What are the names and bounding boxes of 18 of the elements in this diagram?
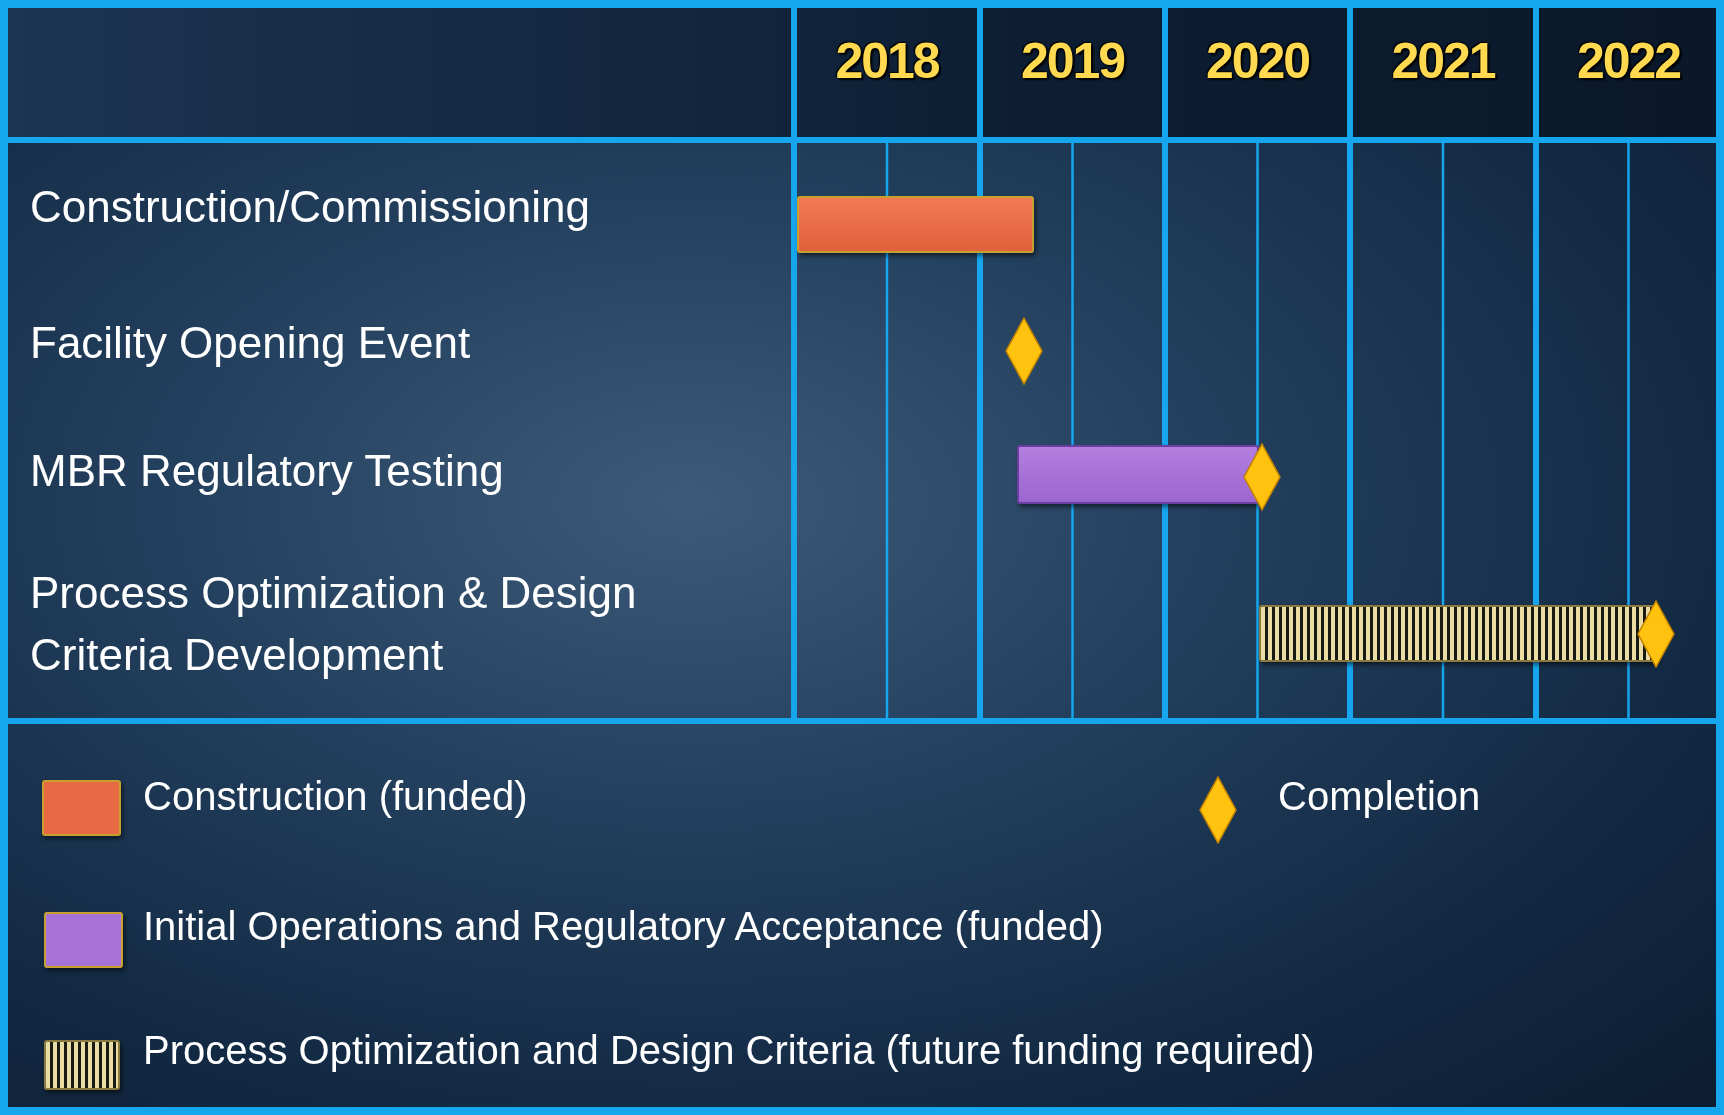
milestone-diamond [1243, 443, 1281, 511]
gantt-bar [797, 196, 1034, 253]
year-heading: 2021 [1390, 32, 1497, 91]
legend-text: Completion [1278, 773, 1481, 820]
task-label: MBR Regulatory Testing [30, 445, 505, 497]
gantt-bar [1017, 445, 1259, 504]
year-heading: 2019 [1019, 32, 1126, 91]
task-label: Facility Opening Event [30, 317, 472, 369]
task-label: Process Optimization & Design Criteria Development [30, 567, 638, 681]
year-heading: 2020 [1204, 32, 1311, 91]
legend-text: Initial Operations and Regulatory Acceptance (funded) [143, 903, 1104, 950]
legend-text: Process Optimization and Design Criteria (future funding required) [143, 1027, 1315, 1074]
legend-text: Construction (funded) [143, 773, 528, 820]
year-heading: 2018 [834, 32, 940, 91]
task-label: Construction/Commissioning [30, 181, 591, 233]
year-heading: 2022 [1575, 32, 1682, 91]
milestone-diamond [1637, 600, 1675, 668]
milestone-diamond [1005, 317, 1043, 385]
